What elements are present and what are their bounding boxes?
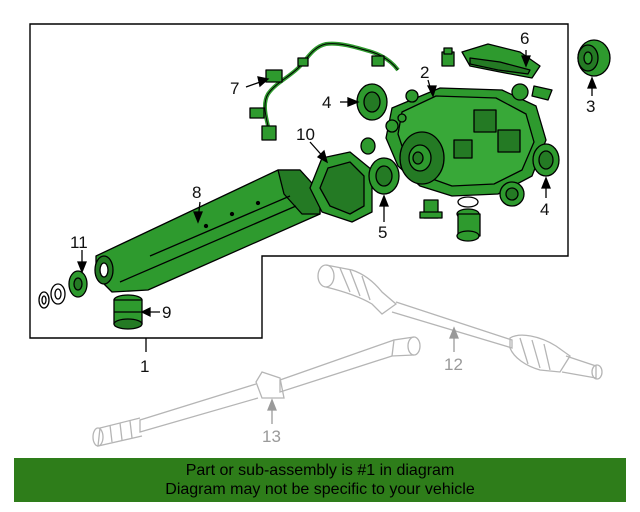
bracket-6[interactable]: [461, 43, 553, 101]
wiring-harness-7[interactable]: [249, 41, 400, 141]
disclaimer-banner: Part or sub-assembly is #1 in diagram Di…: [14, 458, 626, 502]
axle-shaft-13[interactable]: [92, 336, 421, 447]
bushing-9[interactable]: [113, 294, 143, 330]
plug-2[interactable]: [499, 181, 525, 207]
callout-11: 11: [70, 233, 88, 252]
leader-lines: [77, 50, 597, 318]
callout-5: 5: [378, 223, 387, 242]
callout-8: 8: [192, 183, 201, 202]
seal-5[interactable]: [368, 157, 400, 195]
callout-6: 6: [520, 29, 529, 48]
assembly-boundary: [29, 23, 569, 339]
seal-4-lower[interactable]: [532, 143, 560, 177]
disclaimer-line-2: Diagram may not be specific to your vehi…: [165, 481, 475, 498]
leader-lines-gray: [267, 326, 459, 424]
callout-9: 9: [162, 303, 171, 322]
callout-13: 13: [262, 427, 281, 446]
plug[interactable]: [419, 199, 443, 219]
axle-shaft-12[interactable]: [317, 264, 603, 380]
callout-10: 10: [296, 125, 315, 144]
differential-carrier-2[interactable]: [385, 83, 547, 197]
bearing-11[interactable]: [38, 270, 88, 309]
gasket-10[interactable]: [309, 151, 373, 223]
vent-plug[interactable]: [456, 196, 481, 242]
callout-3: 3: [586, 97, 595, 116]
callout-4-upper: 4: [322, 93, 331, 112]
axle-housing-8[interactable]: [94, 169, 321, 293]
small-seal[interactable]: [360, 137, 376, 155]
seal-4-upper[interactable]: [356, 83, 388, 121]
callout-7: 7: [230, 79, 239, 98]
callout-4-lower: 4: [540, 200, 549, 219]
callout-12: 12: [444, 355, 463, 374]
bushing-3[interactable]: [577, 39, 611, 77]
callout-2: 2: [420, 63, 429, 82]
disclaimer-line-1: Part or sub-assembly is #1 in diagram: [185, 462, 455, 479]
callout-1: 1: [140, 357, 149, 376]
sensor[interactable]: [441, 47, 455, 67]
